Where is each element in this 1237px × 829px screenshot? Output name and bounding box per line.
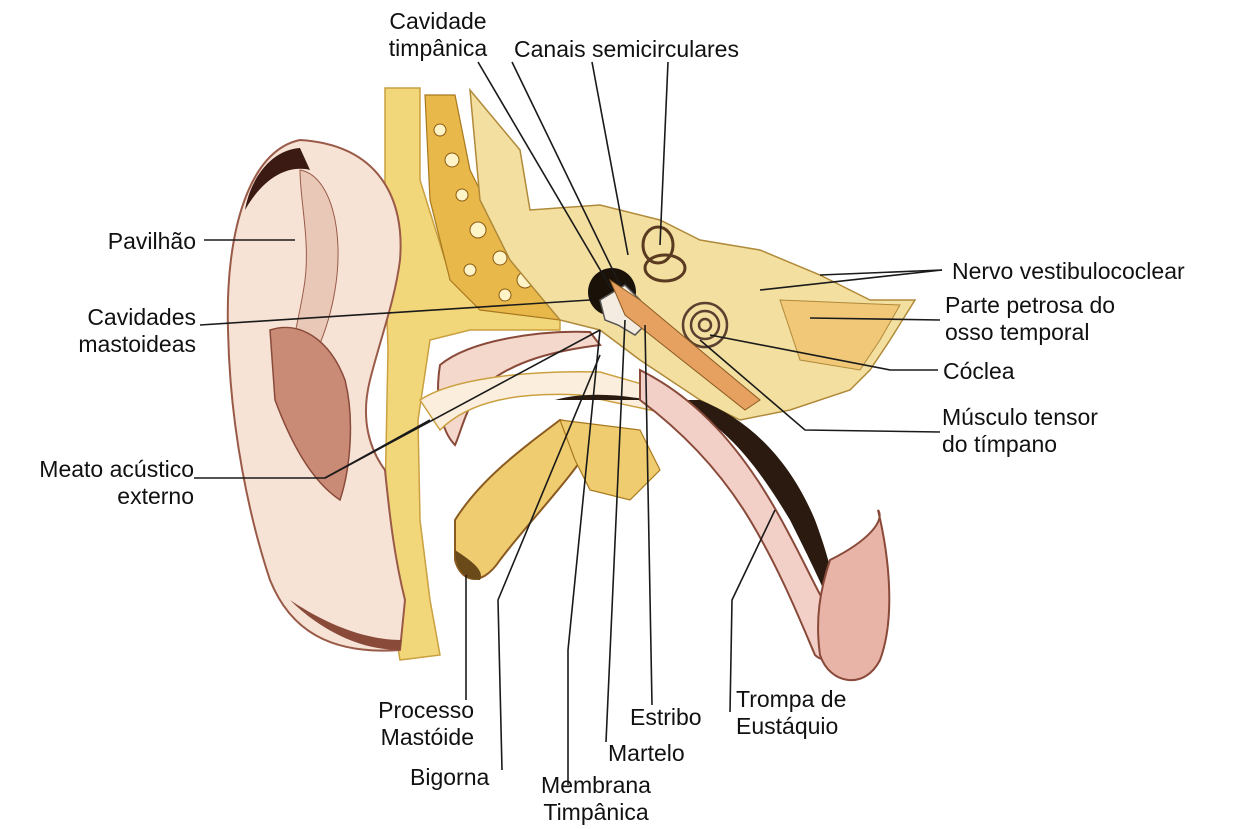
label-cavidade-timpanica: Cavidade timpânica [378,8,498,62]
inferior-bone [560,420,660,500]
label-coclea: Cóclea [943,358,1015,385]
label-nervo-vestibulococlear: Nervo vestibulococlear [952,258,1185,285]
label-cavidades-mastoideas: Cavidades mastoideas [40,304,196,358]
label-musculo-tensor-line1: Músculo tensor [942,404,1098,431]
label-musculo-tensor: Músculo tensor do tímpano [942,404,1098,458]
nasopharynx-end [818,510,889,680]
label-membrana-timpanica: Membrana Timpânica [526,772,666,826]
label-meato-line1: Meato acústico [6,456,194,483]
label-meato-line2: externo [6,483,194,510]
label-musculo-tensor-line2: do tímpano [942,431,1098,458]
label-estribo: Estribo [630,704,702,731]
label-trompa-eustaquio: Trompa de Eustáquio [736,686,846,740]
label-processo-mastoide: Processo Mastóide [340,697,474,751]
label-parte-petrosa-line1: Parte petrosa do [945,292,1115,319]
label-meato-acustico: Meato acústico externo [6,456,194,510]
leader-bigorna [498,355,600,770]
upper-temporal-bone [470,90,915,420]
label-pavilhao: Pavilhão [60,228,196,255]
label-cavidades-mastoideas-line1: Cavidades [40,304,196,331]
leader-canais-c [660,62,668,245]
label-trompa-line1: Trompa de [736,686,846,713]
label-membrana-line1: Membrana [526,772,666,799]
label-cavidades-mastoideas-line2: mastoideas [40,331,196,358]
label-processo-line1: Processo [340,697,474,724]
label-processo-line2: Mastóide [340,724,474,751]
label-parte-petrosa: Parte petrosa do osso temporal [945,292,1115,346]
label-trompa-line2: Eustáquio [736,713,846,740]
label-parte-petrosa-line2: osso temporal [945,319,1115,346]
label-bigorna: Bigorna [410,764,489,791]
label-cavidade-timpanica-line1: Cavidade [378,8,498,35]
label-membrana-line2: Timpânica [526,799,666,826]
label-canais-semicirculares: Canais semicirculares [514,36,739,63]
label-martelo: Martelo [608,740,685,767]
label-cavidade-timpanica-line2: timpânica [378,35,498,62]
